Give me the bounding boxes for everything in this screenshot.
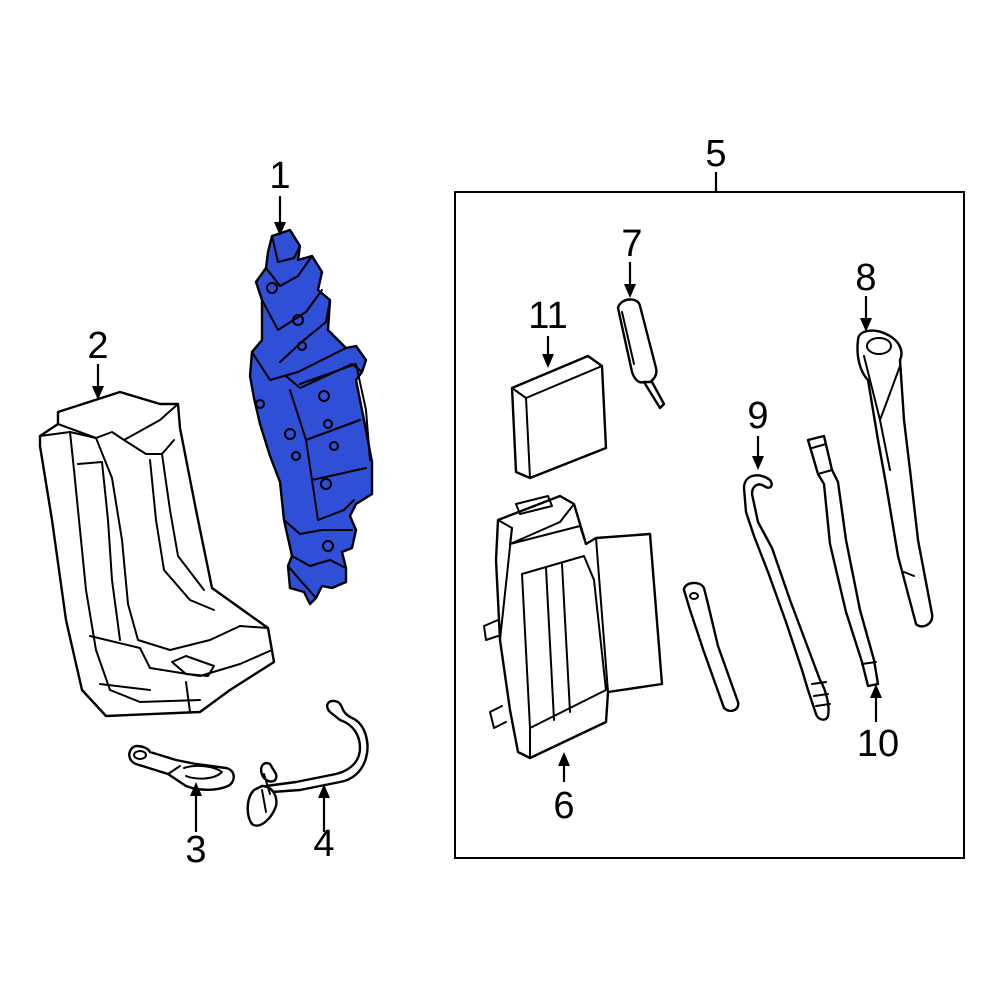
part-1-jack[interactable]	[248, 228, 374, 606]
part-9-hook-rod[interactable]	[742, 474, 831, 721]
callout-9: 9	[747, 395, 768, 437]
callout-labels: 1 2 3 4 5 6 7 8 9 10 11	[87, 133, 899, 871]
callout-2: 2	[87, 325, 108, 367]
part-11-card[interactable]	[510, 354, 608, 480]
callout-10: 10	[857, 723, 899, 765]
part-10-extension-bar[interactable]	[806, 434, 880, 688]
callout-11: 11	[528, 295, 567, 337]
part-6-tool-bag[interactable]	[483, 494, 664, 760]
callout-8: 8	[855, 257, 876, 299]
callout-3: 3	[185, 829, 206, 871]
callout-7: 7	[621, 223, 642, 265]
callout-4: 4	[313, 823, 334, 865]
callout-5: 5	[705, 133, 726, 175]
part-4-hook[interactable]	[246, 699, 369, 827]
part-7-screwdriver[interactable]	[616, 298, 666, 410]
callout-6: 6	[553, 785, 574, 827]
tool-kit-box	[454, 191, 965, 859]
leader-lines	[92, 172, 882, 832]
part-8-lug-wrench[interactable]	[856, 329, 934, 628]
part-3-strap[interactable]	[128, 744, 235, 791]
callout-1: 1	[269, 155, 290, 197]
small-wrench[interactable]	[682, 581, 740, 713]
part-2-jack-tray[interactable]	[38, 390, 276, 718]
